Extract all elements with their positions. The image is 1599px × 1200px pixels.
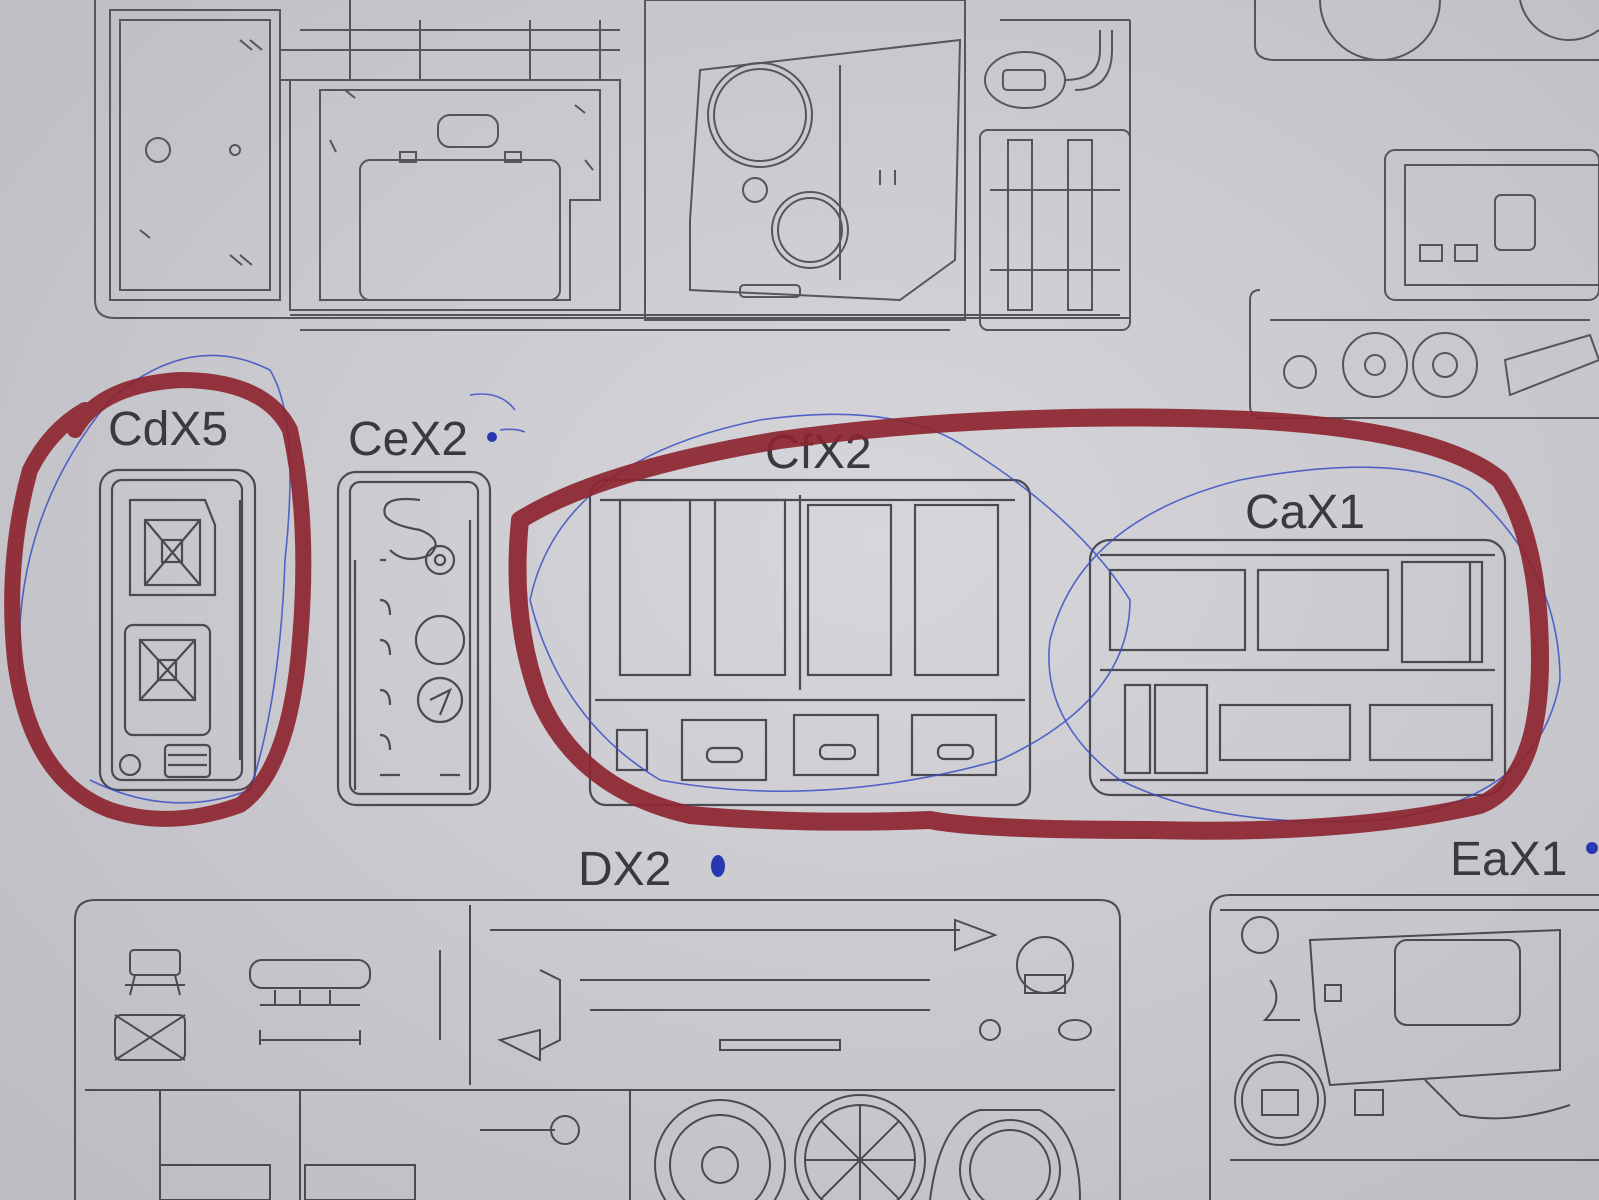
sprue-top-left [94,0,1131,331]
sprue-cd [98,468,257,792]
pen-dot [1586,842,1598,854]
sprue-ca [1088,538,1507,797]
red-circle-cf-ca [508,408,1549,840]
pen-dot [711,855,725,877]
part-hatch-pipe [984,30,1113,109]
label-ea: EaX1 [1450,833,1567,886]
sprue-cf [588,478,1032,807]
label-cd: CdX5 [108,403,228,456]
sprue-ea [1209,894,1599,1200]
pen-dot [487,432,497,442]
label-ce: CeX2 [348,413,468,466]
part-track-guards [979,129,1131,331]
red-marker-marks [4,372,1549,840]
sprue-ce [336,470,492,807]
part-turret-plate [644,0,966,321]
sprue-d [74,899,1121,1200]
label-ca: CaX1 [1245,486,1365,539]
sprue-top-right [1249,0,1599,419]
label-d: DX2 [578,843,671,896]
red-circle-cd [4,372,312,827]
